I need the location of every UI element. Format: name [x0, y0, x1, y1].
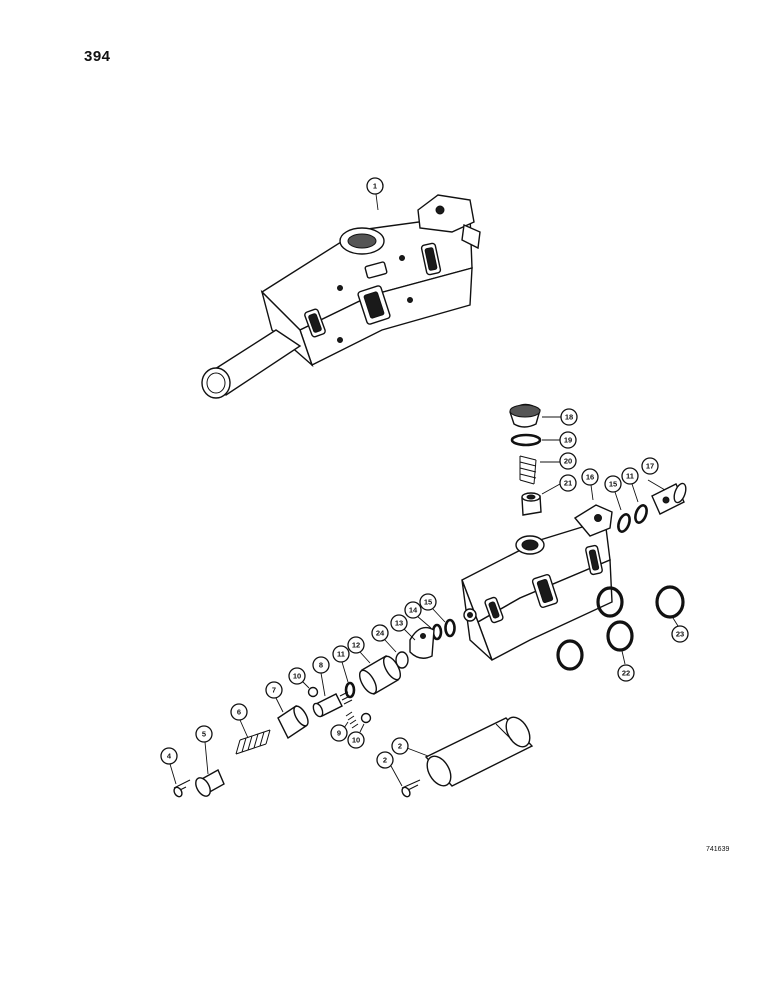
- valve-body-16: [461, 504, 613, 661]
- o-ring-11-left: [344, 681, 356, 699]
- svg-text:21: 21: [564, 479, 572, 488]
- svg-text:24: 24: [376, 629, 385, 638]
- spring-seat-5: [195, 769, 225, 797]
- figure-code: 741639: [706, 846, 730, 853]
- screw-4: [173, 779, 191, 798]
- svg-text:2: 2: [383, 756, 387, 765]
- o-ring-23: [655, 585, 685, 619]
- callout-8: 8: [312, 656, 330, 674]
- ball-10-lower: [360, 712, 372, 724]
- callout-20: 20: [559, 452, 577, 470]
- callout-16: 16: [581, 468, 599, 486]
- svg-text:19: 19: [564, 436, 572, 445]
- callout-3: 2: [391, 737, 409, 755]
- o-ring-15-left: [444, 618, 456, 638]
- callout-10-lower: 10: [347, 731, 365, 749]
- svg-text:10: 10: [352, 736, 360, 745]
- end-cap-3: [424, 716, 534, 787]
- svg-text:5: 5: [202, 730, 206, 739]
- callout-18: 18: [560, 408, 578, 426]
- svg-text:18: 18: [565, 413, 573, 422]
- callout-5: 5: [195, 725, 213, 743]
- svg-text:4: 4: [167, 752, 172, 761]
- spring-9: [345, 711, 359, 729]
- plug-18: [509, 403, 541, 428]
- svg-text:12: 12: [352, 641, 360, 650]
- washer-24: [395, 651, 409, 669]
- svg-text:1: 1: [373, 182, 377, 191]
- svg-text:7: 7: [272, 686, 276, 695]
- callout-14: 14: [404, 601, 422, 619]
- svg-text:17: 17: [646, 462, 654, 471]
- svg-text:11: 11: [337, 650, 345, 659]
- o-ring-11-right: [634, 504, 648, 524]
- plug-17: [651, 482, 687, 515]
- callout-19: 19: [559, 431, 577, 449]
- svg-text:9: 9: [337, 729, 341, 738]
- callout-15-left: 15: [419, 593, 437, 611]
- callout-9: 9: [330, 724, 348, 742]
- callout-4: 4: [160, 747, 178, 765]
- svg-text:8: 8: [319, 661, 323, 670]
- spring-20: [519, 455, 537, 485]
- callout-24: 24: [371, 624, 389, 642]
- callout-22: 22: [617, 664, 635, 682]
- callout-10-upper: 10: [288, 667, 306, 685]
- callout-2: 2: [376, 751, 394, 769]
- callout-11-right: 11: [621, 467, 639, 485]
- retainer-plate-13: [409, 626, 435, 659]
- ball-10-upper: [307, 686, 319, 698]
- svg-text:16: 16: [586, 473, 594, 482]
- svg-text:13: 13: [395, 619, 403, 628]
- svg-text:23: 23: [676, 630, 684, 639]
- callout-1: 1: [366, 177, 384, 195]
- relief-valve-8: [312, 691, 353, 718]
- o-ring-15-right: [617, 513, 631, 533]
- o-ring-22: [606, 620, 634, 652]
- callout-7: 7: [265, 681, 283, 699]
- callout-6: 6: [230, 703, 248, 721]
- callout-11-left: 11: [332, 645, 350, 663]
- spring-6: [235, 729, 271, 755]
- svg-text:14: 14: [409, 606, 418, 615]
- callout-17: 17: [641, 457, 659, 475]
- o-ring-22-lower-left: [556, 639, 584, 671]
- o-ring-19: [510, 433, 542, 447]
- page-number: 394: [84, 48, 111, 65]
- o-ring-22-upper: [596, 586, 624, 618]
- svg-text:10: 10: [293, 672, 301, 681]
- svg-text:20: 20: [564, 457, 572, 466]
- svg-text:22: 22: [622, 669, 630, 678]
- callout-13: 13: [390, 614, 408, 632]
- svg-text:15: 15: [424, 598, 432, 607]
- svg-text:15: 15: [609, 480, 617, 489]
- svg-text:11: 11: [626, 472, 634, 481]
- sleeve-12: [358, 655, 402, 695]
- svg-text:6: 6: [237, 708, 241, 717]
- valve-section-assembly: [201, 194, 481, 399]
- callout-15-right: 15: [604, 475, 622, 493]
- cap-7: [277, 704, 309, 740]
- callout-21: 21: [559, 474, 577, 492]
- svg-text:2: 2: [398, 742, 402, 751]
- callout-23: 23: [671, 625, 689, 643]
- poppet-21: [521, 492, 542, 516]
- callout-12: 12: [347, 636, 365, 654]
- screw-2: [401, 779, 421, 798]
